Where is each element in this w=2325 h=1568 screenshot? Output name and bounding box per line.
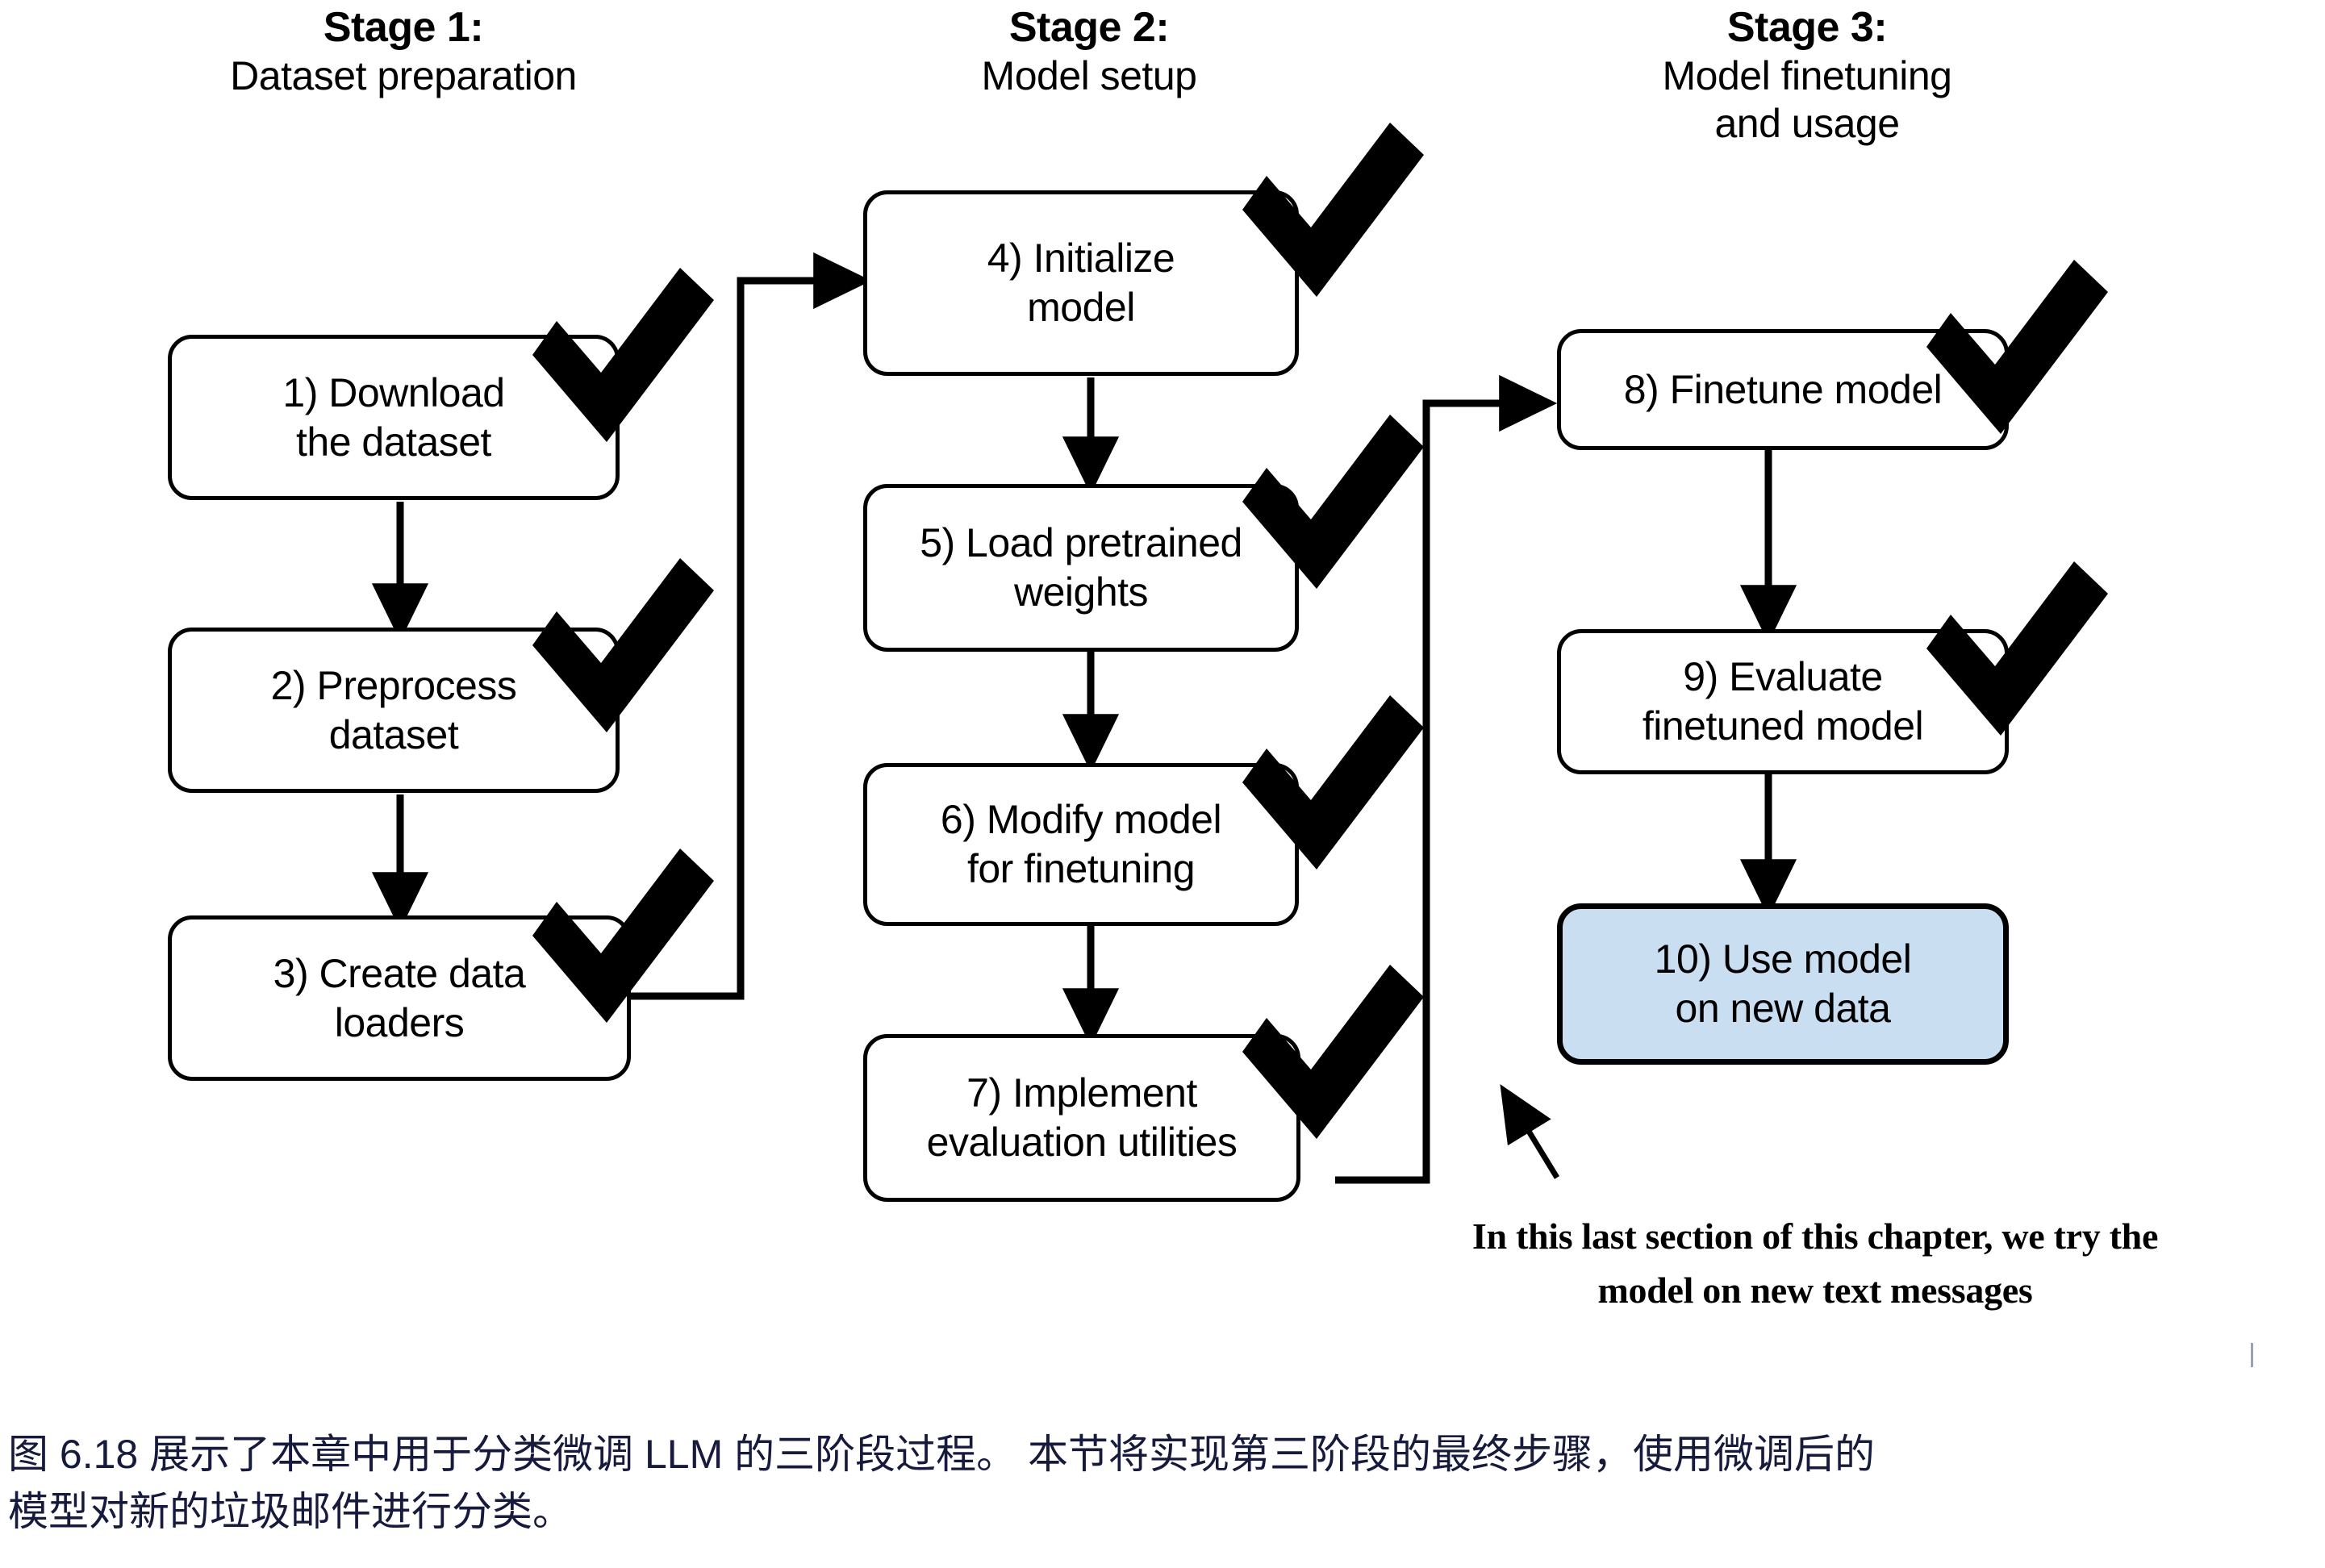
step-5-line2: weights xyxy=(1013,569,1149,615)
step-node-10[interactable]: 10) Use model on new data xyxy=(1557,903,2009,1065)
step-8-text: 8) Finetune model xyxy=(1624,365,1943,415)
step-2-text: 2) Preprocess dataset xyxy=(271,661,517,760)
annotation-text: In this last section of this chapter, we… xyxy=(1371,1210,2259,1317)
stage-header-3: Stage 3: Model finetuning and usage xyxy=(1517,3,2098,148)
step-9-text: 9) Evaluate finetuned model xyxy=(1642,653,1924,751)
stage-3-subtitle-line2: and usage xyxy=(1714,101,1900,147)
stage-header-1: Stage 1: Dataset preparation xyxy=(137,3,670,100)
step-node-1[interactable]: 1) Download the dataset xyxy=(168,335,620,500)
stage-2-title: Stage 2: xyxy=(1008,4,1170,51)
step-node-3[interactable]: 3) Create data loaders xyxy=(168,915,631,1081)
stage-2-subtitle: Model setup xyxy=(981,53,1197,99)
annotation-pointer-arrow xyxy=(1500,1084,1559,1179)
step-1-line2: the dataset xyxy=(296,419,491,465)
step-node-5[interactable]: 5) Load pretrained weights xyxy=(863,484,1299,652)
caption-line-2: 模型对新的垃圾邮件进行分类。 xyxy=(8,1489,573,1534)
step-9-line2: finetuned model xyxy=(1642,703,1924,749)
step-1-line1: 1) Download xyxy=(282,369,505,415)
step-3-text: 3) Create data loaders xyxy=(273,949,526,1048)
step-5-text: 5) Load pretrained weights xyxy=(920,519,1242,617)
step-6-text: 6) Modify model for finetuning xyxy=(940,795,1222,894)
step-10-line1: 10) Use model xyxy=(1654,936,1912,982)
step-node-7[interactable]: 7) Implement evaluation utilities xyxy=(863,1034,1300,1202)
step-node-6[interactable]: 6) Modify model for finetuning xyxy=(863,763,1299,926)
stage-header-2: Stage 2: Model setup xyxy=(839,3,1339,100)
step-3-line1: 3) Create data xyxy=(273,950,526,996)
step-4-line2: model xyxy=(1027,285,1135,330)
step-5-line1: 5) Load pretrained xyxy=(920,520,1242,565)
step-2-line2: dataset xyxy=(328,711,459,757)
step-7-text: 7) Implement evaluation utilities xyxy=(927,1069,1238,1167)
figure-caption: 图 6.18 展示了本章中用于分类微调 LLM 的三阶段过程。 本节将实现第三阶… xyxy=(8,1426,2315,1541)
step-4-line1: 4) Initialize xyxy=(987,236,1175,281)
step-node-8[interactable]: 8) Finetune model xyxy=(1557,329,2009,450)
step-6-line2: for finetuning xyxy=(966,846,1196,891)
step-2-line1: 2) Preprocess xyxy=(270,662,517,708)
step-10-line2: on new data xyxy=(1675,986,1891,1031)
annotation-line-1: In this last section of this chapter, we… xyxy=(1471,1216,2159,1257)
caption-line-1: 图 6.18 展示了本章中用于分类微调 LLM 的三阶段过程。 本节将实现第三阶… xyxy=(8,1432,1876,1477)
step-9-line1: 9) Evaluate xyxy=(1683,654,1883,699)
page-edge-tick xyxy=(2251,1343,2253,1367)
step-node-9[interactable]: 9) Evaluate finetuned model xyxy=(1557,629,2009,774)
stage-3-title: Stage 3: xyxy=(1726,4,1888,51)
annotation-line-2: model on new text messages xyxy=(1597,1269,2033,1311)
stage-1-subtitle: Dataset preparation xyxy=(230,53,577,99)
step-7-line2: evaluation utilities xyxy=(926,1120,1238,1165)
stage-1-title: Stage 1: xyxy=(323,4,484,51)
arrow-step7-to-step8 xyxy=(1335,374,1558,1184)
step-4-text: 4) Initialize model xyxy=(987,234,1175,332)
step-7-line1: 7) Implement xyxy=(966,1070,1197,1116)
step-10-text: 10) Use model on new data xyxy=(1655,935,1912,1033)
step-3-line2: loaders xyxy=(334,999,465,1045)
step-node-4[interactable]: 4) Initialize model xyxy=(863,190,1299,376)
step-6-line1: 6) Modify model xyxy=(940,797,1222,842)
arrow-step3-to-step4 xyxy=(631,252,872,1000)
step-8-line1: 8) Finetune model xyxy=(1623,366,1943,412)
stage-3-subtitle-line1: Model finetuning xyxy=(1662,53,1952,99)
step-node-2[interactable]: 2) Preprocess dataset xyxy=(168,628,620,793)
step-1-text: 1) Download the dataset xyxy=(282,369,505,467)
